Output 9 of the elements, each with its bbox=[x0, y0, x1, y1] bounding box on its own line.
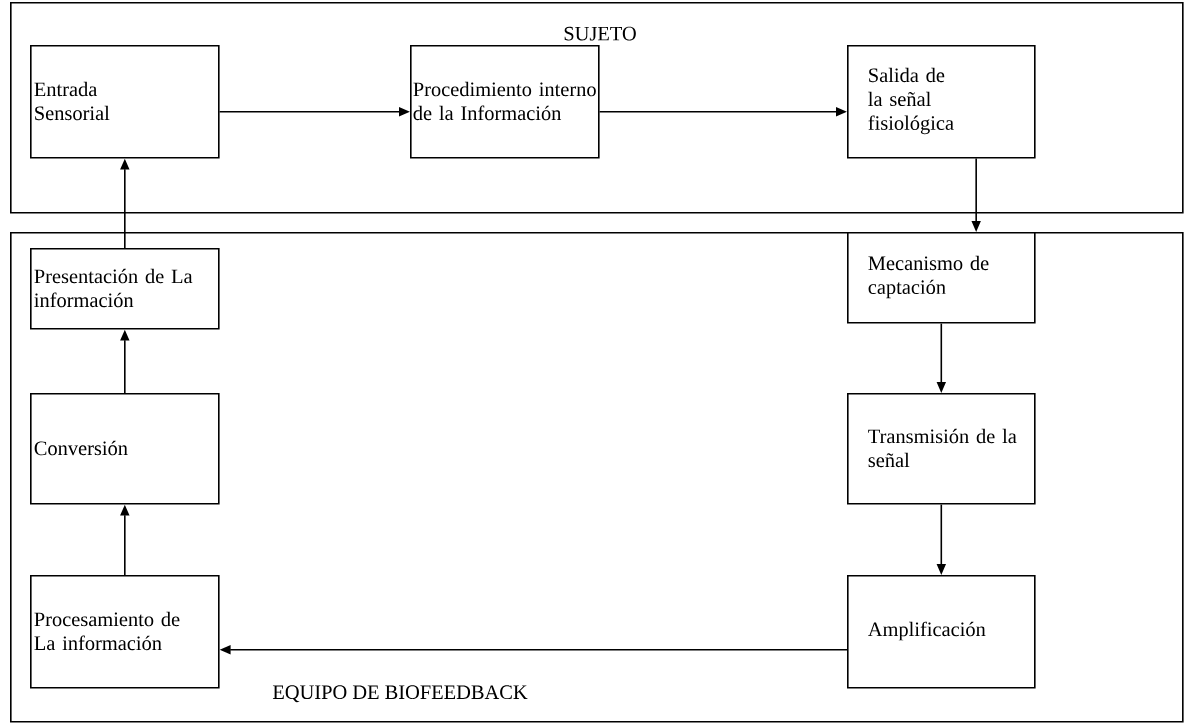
process-box: Presentación de La información bbox=[30, 248, 220, 330]
process-box: Entrada Sensorial bbox=[30, 45, 220, 159]
process-box: Salida de la señal fisiológica bbox=[847, 45, 1036, 159]
process-box: Conversión bbox=[30, 393, 220, 505]
process-box: Procedimiento interno de la Información bbox=[410, 45, 600, 159]
process-box: Amplificación bbox=[847, 575, 1036, 689]
process-box: Procesamiento de La información bbox=[30, 575, 220, 689]
process-box: Transmisión de la señal bbox=[847, 393, 1036, 505]
process-box: Mecanismo de captación bbox=[847, 232, 1036, 324]
